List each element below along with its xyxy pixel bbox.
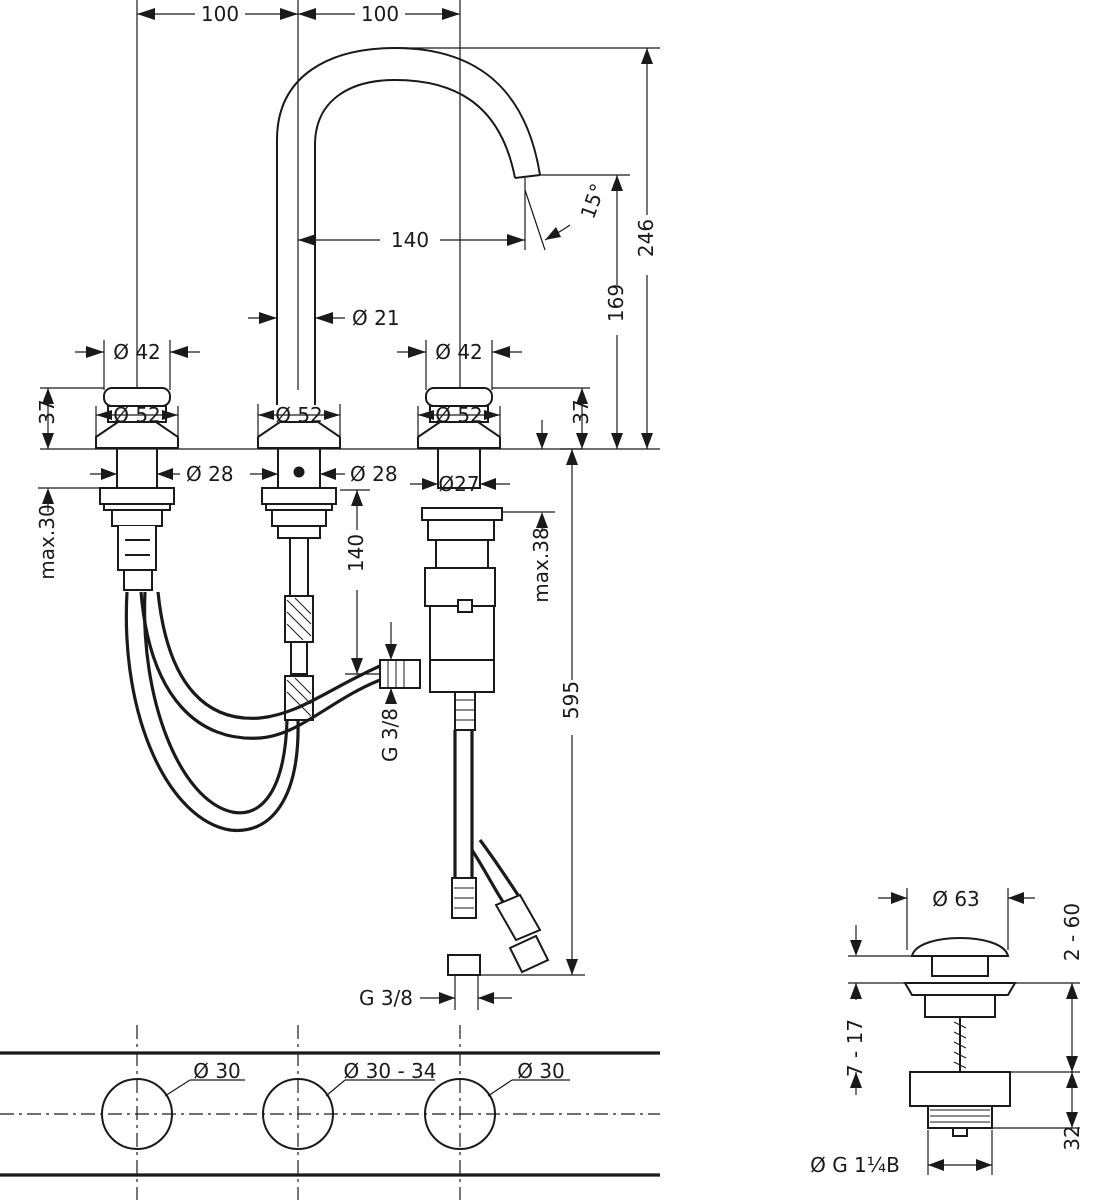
dim-connection-thread-bottom: G 3/8	[359, 986, 413, 1010]
dim-drain-diameter: Ø 63	[932, 887, 980, 911]
center-spout-base	[257, 421, 341, 721]
drain-assembly	[903, 936, 1017, 1137]
dim-spout-reach: 140	[391, 228, 429, 252]
dim-rosette-right: Ø 52	[435, 403, 483, 427]
dim-hose-length: 595	[559, 681, 583, 719]
dim-max-deck-left: max.30	[35, 504, 59, 579]
dim-connection-thread-side: G 3/8	[378, 708, 402, 762]
dim-drain-thread-height: 32	[1060, 1125, 1084, 1150]
dim-total-height: 246	[634, 219, 658, 257]
dim-rosette-left: Ø 52	[113, 403, 161, 427]
deck-plan	[0, 1025, 660, 1200]
dim-spout-diameter: Ø 21	[352, 306, 400, 330]
hoses	[124, 591, 550, 976]
dim-handle-height-left: 37	[35, 399, 59, 424]
dim-hole-center: Ø 30 - 34	[344, 1059, 437, 1083]
dimension-labels: 100 100 140 15° Ø 21 Ø 42 Ø 42 Ø 52 Ø 52…	[35, 2, 1084, 1177]
right-handle-assembly	[417, 387, 503, 731]
dim-max-deck-right: max.38	[529, 527, 553, 602]
left-handle-assembly	[95, 387, 179, 591]
dim-spout-hose-offset: 140	[344, 534, 368, 572]
dim-drain-deck: 7 - 17	[843, 1019, 867, 1077]
dim-handle-height-right: 37	[569, 399, 593, 424]
dim-spacing-left: 100	[201, 2, 239, 26]
dim-shank-left: Ø 28	[186, 462, 234, 486]
dim-drain-lift: 2 - 60	[1060, 903, 1084, 961]
dimension-lines	[38, 0, 1080, 1175]
dim-spacing-right: 100	[361, 2, 399, 26]
spout	[276, 46, 660, 405]
dim-shank-right: Ø27	[438, 472, 479, 496]
dim-hole-left: Ø 30	[193, 1059, 241, 1083]
dim-handle-top-right: Ø 42	[435, 340, 483, 364]
dim-hole-right: Ø 30	[517, 1059, 565, 1083]
dim-handle-top-left: Ø 42	[113, 340, 161, 364]
dim-shank-center: Ø 28	[350, 462, 398, 486]
dim-spout-angle: 15°	[575, 180, 610, 222]
dim-drain-thread: Ø G 1¼B	[810, 1153, 900, 1177]
dim-spout-height: 169	[604, 284, 628, 322]
dim-rosette-center: Ø 52	[275, 403, 323, 427]
